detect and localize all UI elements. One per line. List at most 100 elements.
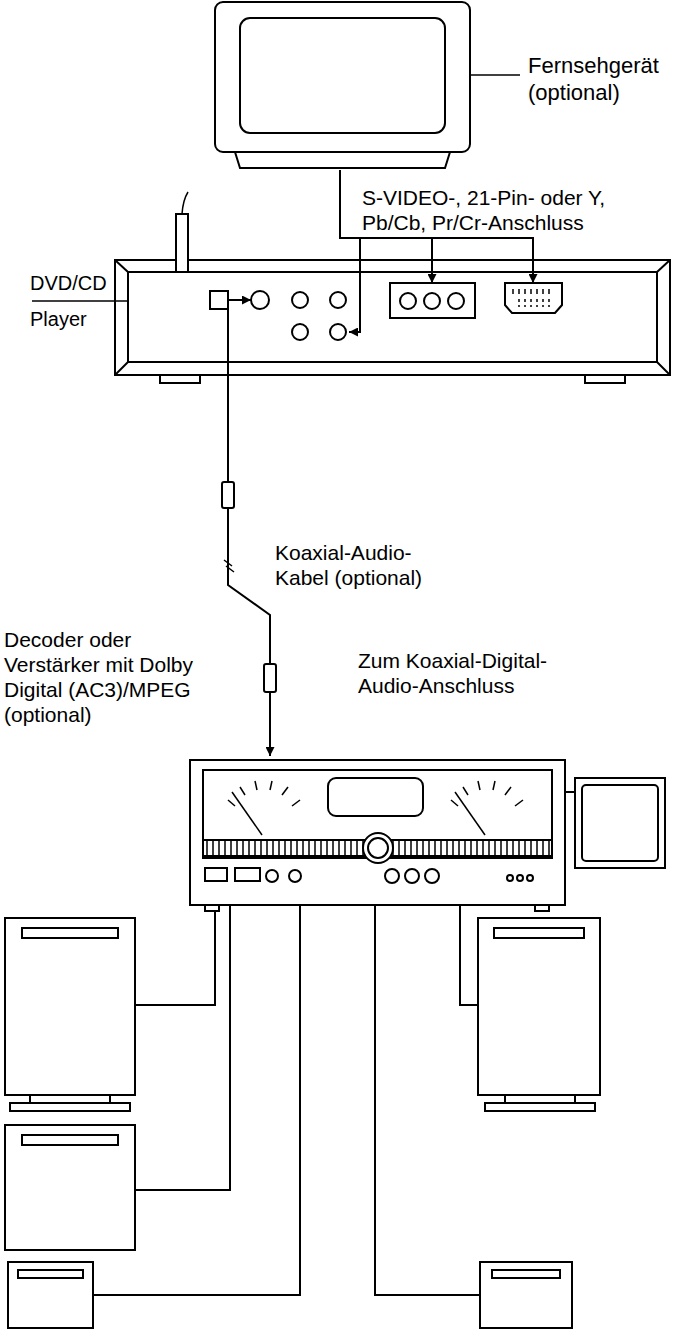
jack-socket [400, 293, 416, 309]
speaker-wire [135, 905, 230, 1190]
dvd-player-body [115, 260, 128, 272]
loudspeaker [494, 928, 584, 938]
amplifier-body [451, 800, 458, 806]
leader-line [32, 300, 128, 302]
jack-socket [251, 291, 269, 309]
loudspeaker [5, 918, 600, 1328]
tv-node: Fernsehgerät (optional) [215, 2, 470, 170]
loudspeaker [478, 918, 600, 1095]
amplifier-body [405, 869, 419, 883]
loudspeaker [492, 1270, 560, 1278]
amplifier-body [363, 833, 393, 863]
jack-socket [330, 292, 346, 308]
amplifier-body [507, 875, 513, 881]
amplifier-body [190, 760, 565, 905]
amplifier-body [455, 792, 485, 835]
amplifier-body [205, 868, 227, 881]
dvd-player-body [115, 362, 128, 375]
jack-socket [292, 292, 308, 308]
jack-socket [330, 324, 346, 340]
dvd-player-body [182, 192, 188, 214]
amplifier-body [515, 800, 523, 806]
amplifier-body [292, 800, 300, 806]
extra-monitor [565, 791, 575, 793]
dvd-player-node: DVD/CD Player [115, 260, 670, 375]
node-label: Decoder oder Verstärker mit Dolby Digita… [4, 627, 224, 727]
jack-socket [292, 324, 308, 340]
coax-plug [224, 560, 234, 572]
speaker-wire [135, 911, 215, 1005]
loudspeaker [5, 918, 135, 1095]
jack-socket [512, 289, 554, 297]
amplifier-body [505, 787, 511, 795]
amplifier-body [240, 787, 245, 795]
jack-socket [515, 299, 551, 307]
amplifier-body [255, 781, 257, 790]
amplifier-body [190, 760, 565, 911]
dvd-player-body [115, 260, 670, 375]
amplifier-body [228, 800, 235, 806]
loudspeaker [8, 1262, 93, 1328]
dvd-player-body [585, 375, 625, 383]
amplifier-body [385, 869, 399, 883]
jack-socket [505, 283, 562, 313]
amplifier-body [235, 868, 260, 881]
amplifier-body [425, 869, 439, 883]
dvd-player-body [657, 260, 670, 272]
amplifier-body [517, 875, 523, 881]
jack-socket [390, 283, 475, 318]
jack-socket [251, 283, 562, 340]
node-label-wrap: Fernsehgerät (optional) [528, 52, 678, 106]
amplifier-body [270, 781, 272, 790]
amplifier-body [205, 905, 219, 911]
speaker-wire [460, 905, 478, 1005]
amplifier-body [266, 870, 278, 882]
loudspeaker [10, 1103, 130, 1111]
node-label: Fernsehgerät (optional) [528, 52, 678, 106]
amplifier-body [328, 778, 423, 816]
loudspeaker [5, 1125, 135, 1250]
loudspeaker [22, 1135, 118, 1145]
jack-socket [448, 293, 464, 309]
coax-plug [264, 664, 276, 692]
dvd-player-body [210, 291, 228, 309]
tv-set [215, 2, 470, 152]
extra-monitor [582, 785, 658, 861]
node-label-wrap: DVD/CD Player [30, 265, 125, 337]
edge-label: Koaxial-Audio- Kabel (optional) [275, 540, 445, 590]
amplifier-body [289, 870, 301, 882]
amplifier-node: Decoder oder Verstärker mit Dolby Digita… [190, 760, 565, 905]
extra-monitor [575, 778, 665, 868]
extra-monitor [565, 778, 665, 868]
dvd-player-body [128, 272, 657, 362]
coax-plug [222, 482, 234, 508]
amplifier-body [535, 905, 549, 911]
connector-branch [349, 238, 360, 332]
dvd-player-body [657, 362, 670, 375]
edge-label: S-VIDEO-, 21-Pin- oder Y, Pb/Cb, Pr/Cr-A… [362, 185, 662, 235]
amplifier-body [232, 792, 262, 835]
note-label: Zum Koaxial-Digital- Audio-Anschluss [358, 648, 563, 698]
amplifier-body [493, 781, 495, 790]
loudspeaker [18, 1270, 83, 1278]
illustration [5, 2, 670, 1328]
coax-plug [222, 482, 276, 692]
speaker-wire [93, 905, 300, 1295]
loudspeaker [22, 928, 118, 938]
node-label: DVD/CD Player [30, 265, 125, 337]
node-label-wrap: Decoder oder Verstärker mit Dolby Digita… [4, 627, 224, 727]
speaker-wire [93, 905, 480, 1295]
leader-line [470, 74, 520, 76]
amplifier-body [368, 838, 388, 858]
dvd-player-body [160, 375, 200, 383]
amplifier-body [527, 875, 533, 881]
loudspeaker [505, 1095, 575, 1103]
loudspeaker [480, 1262, 572, 1328]
amplifier-body [478, 781, 480, 790]
loudspeaker [30, 1095, 110, 1103]
tv-set [240, 18, 445, 133]
tv-set [215, 2, 470, 168]
speaker-wire [375, 905, 480, 1295]
